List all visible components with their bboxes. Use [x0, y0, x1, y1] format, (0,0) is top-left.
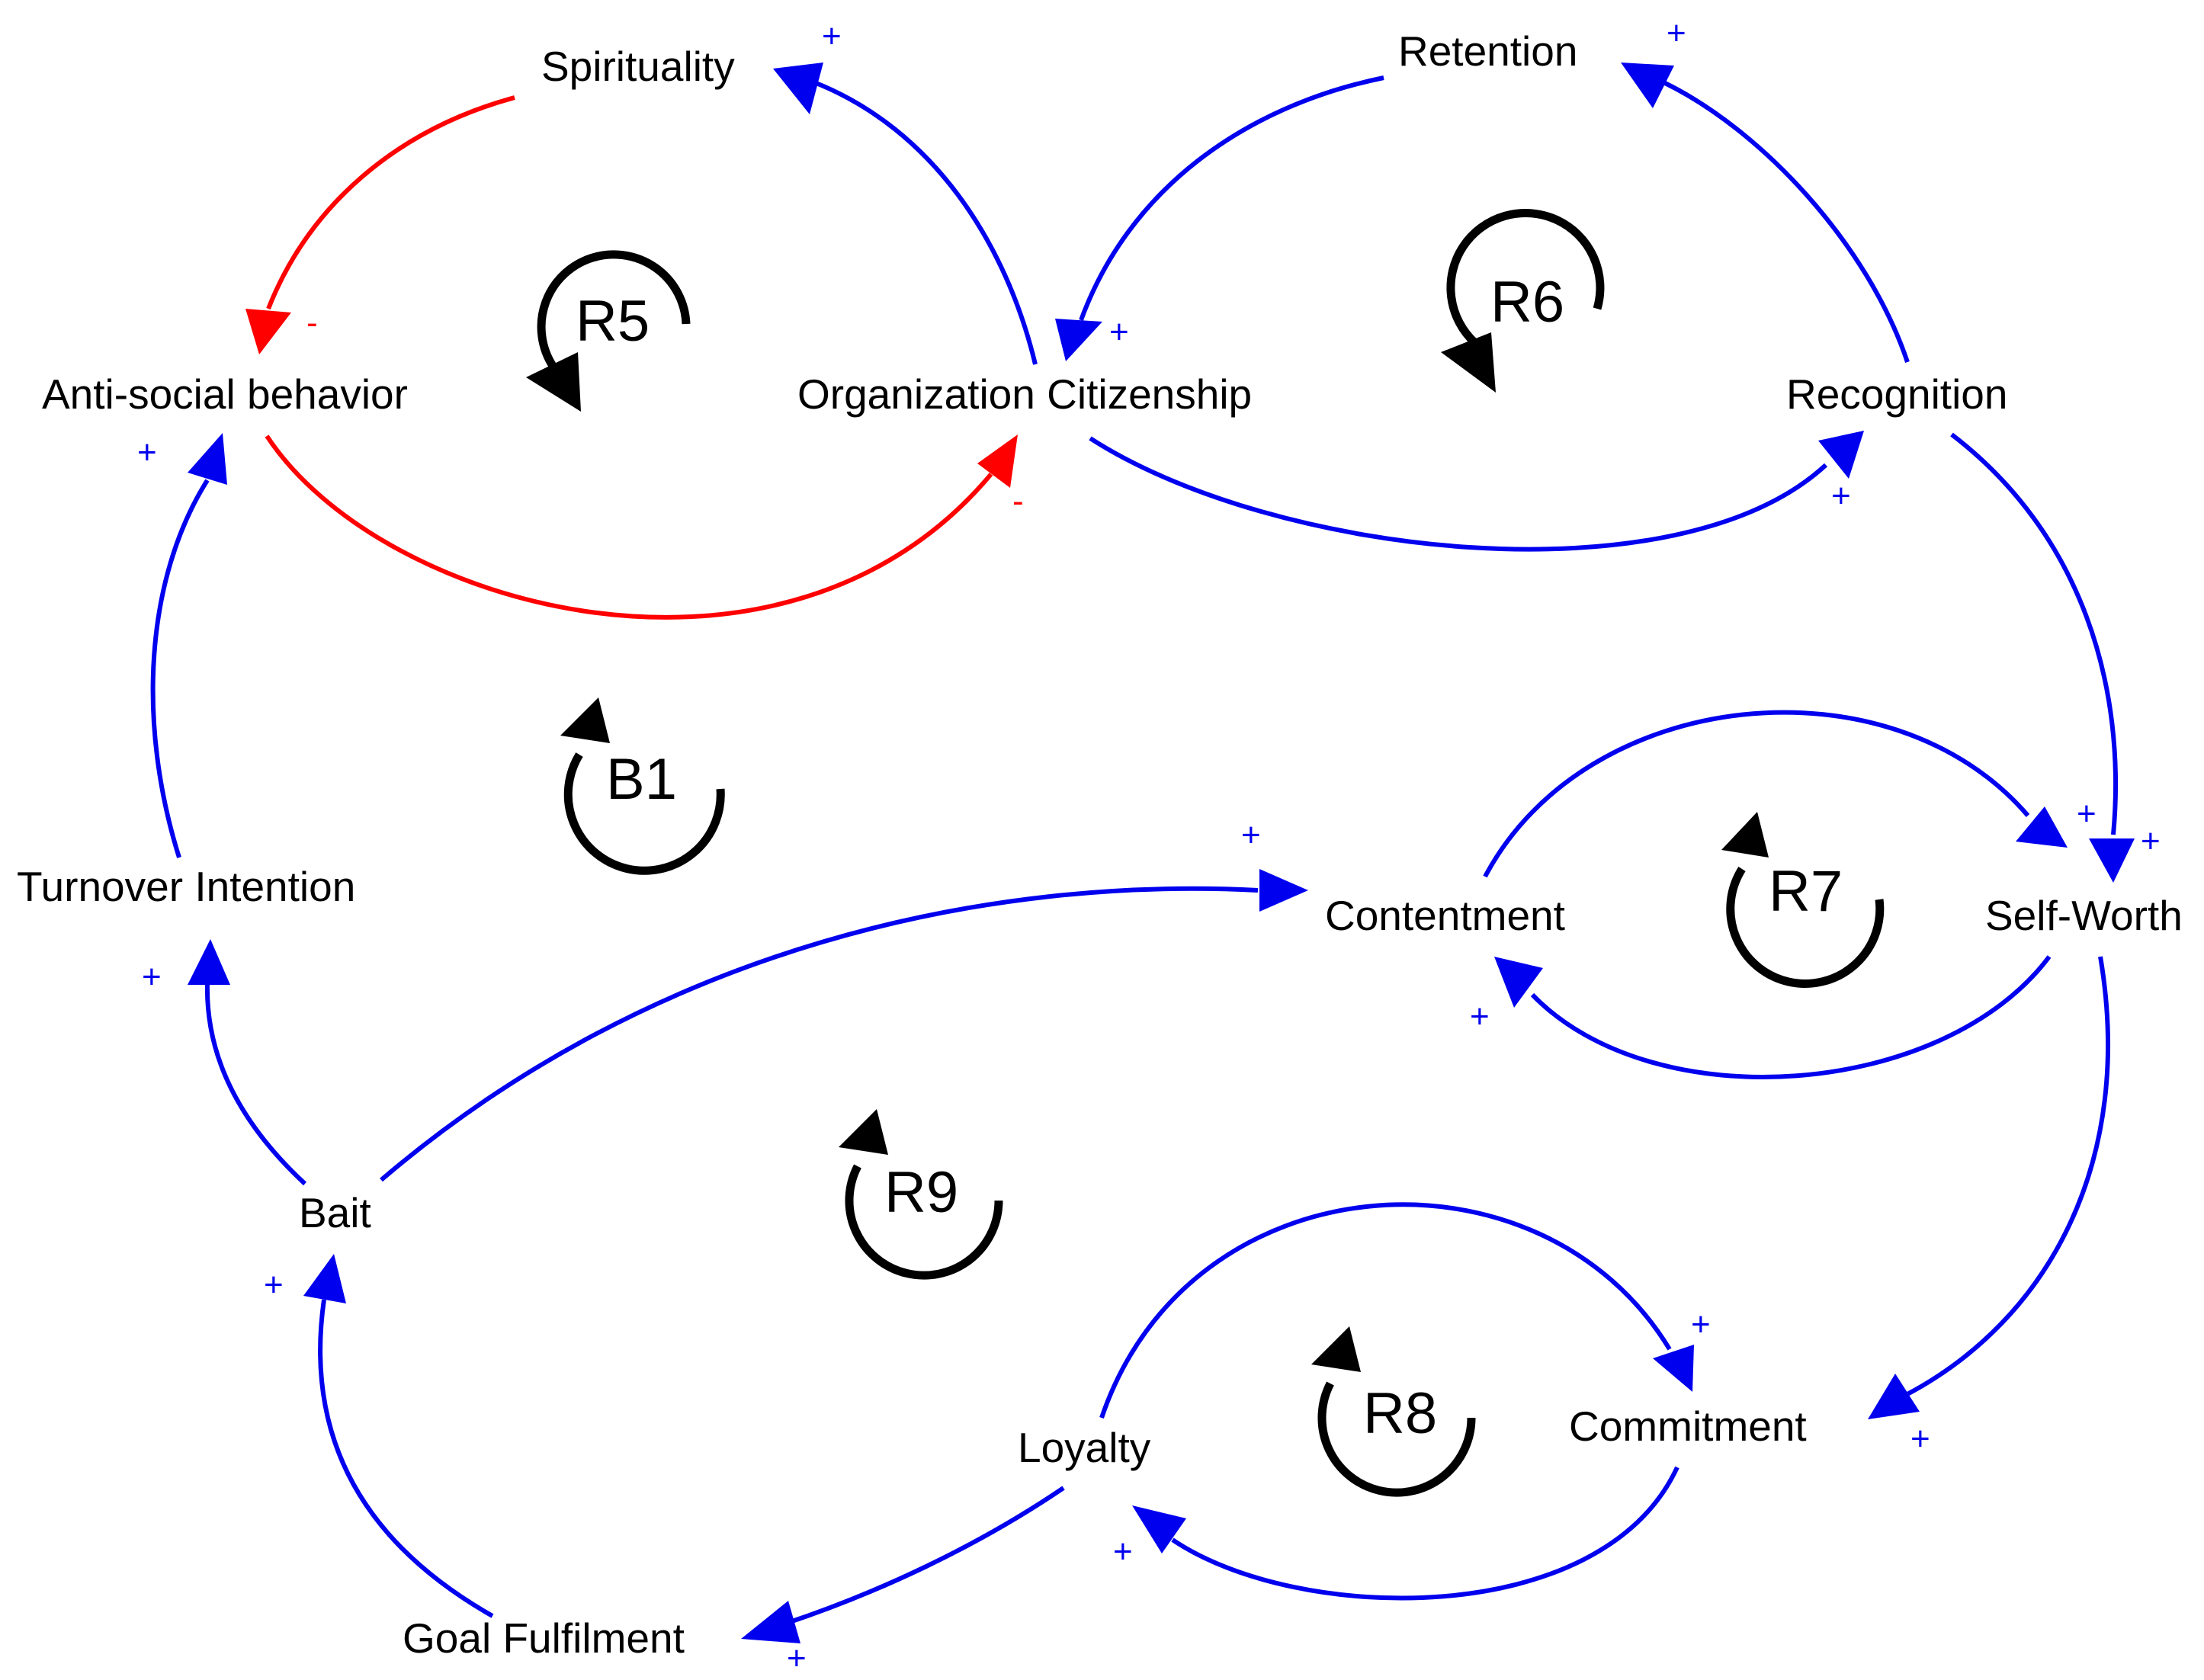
arrowhead: [741, 1601, 800, 1643]
link-turnover-to-antisocial: [150, 479, 210, 858]
polarity-plus: +: [1241, 816, 1261, 854]
polarity-plus: +: [1831, 477, 1851, 515]
loop-arrowhead: [1441, 332, 1496, 393]
loop-arrowhead: [1311, 1326, 1361, 1372]
arrowhead: [245, 309, 291, 354]
loop-arc-r9: [845, 1164, 1003, 1280]
node-retention: Retention: [1398, 27, 1577, 75]
loop-label-r6: R6: [1490, 270, 1564, 335]
polarity-plus: +: [1113, 1533, 1133, 1570]
loop-arc-r5: [537, 250, 691, 368]
loop-label-r7: R7: [1769, 859, 1843, 924]
link-self-worth-to-contentment: [1530, 955, 2052, 1079]
node-antisocial-behavior: Anti-social behavior: [42, 370, 408, 418]
arrowhead: [1818, 431, 1864, 479]
link-recognition-to-self-worth: [1950, 432, 2119, 835]
link-org-citizenship-to-recognition: [1089, 436, 1828, 552]
node-organization-citizenship: Organization Citizenship: [797, 370, 1252, 418]
loop-label-b1: B1: [606, 747, 677, 812]
link-bait-to-contentment: [380, 886, 1259, 1182]
link-commitment-to-loyalty: [1171, 1466, 1679, 1601]
link-goal-fulfilment-to-bait: [318, 1299, 494, 1618]
link-self-worth-to-commitment: [1904, 956, 2111, 1397]
link-retention-to-org-citizenship: [1079, 75, 1384, 322]
arrowhead: [1494, 957, 1543, 1008]
loop-arrowhead: [526, 352, 581, 412]
link-recognition-to-retention: [1662, 80, 1910, 363]
loop-arrowhead: [839, 1109, 888, 1155]
arrowhead: [188, 939, 230, 985]
node-bait: Bait: [299, 1189, 371, 1236]
polarity-plus: +: [822, 18, 842, 55]
loop-label-r5: R5: [576, 289, 650, 354]
loop-label-r8: R8: [1363, 1381, 1437, 1446]
loop-label-r9: R9: [884, 1160, 958, 1225]
loop-arrowhead: [1721, 812, 1769, 858]
polarity-plus: +: [2141, 822, 2161, 860]
arrowhead: [1868, 1374, 1920, 1419]
loop-arrowhead: [560, 697, 610, 743]
link-loyalty-to-commitment: [1099, 1202, 1672, 1419]
arrowhead: [303, 1254, 346, 1303]
polarity-plus: +: [787, 1640, 807, 1677]
node-loyalty: Loyalty: [1018, 1424, 1151, 1471]
polarity-plus: +: [1691, 1306, 1711, 1343]
loop-arc-b1: [563, 752, 725, 875]
loop-arc-r8: [1317, 1381, 1476, 1497]
link-antisocial-to-org-citizenship: [265, 434, 993, 620]
link-contentment-to-self-worth: [1483, 710, 2030, 878]
node-turnover-intention: Turnover Intention: [17, 863, 355, 910]
arrowhead: [1132, 1505, 1186, 1553]
polarity-minus: -: [1012, 483, 1024, 520]
link-bait-to-turnover: [204, 983, 307, 1186]
polarity-plus: +: [264, 1266, 284, 1303]
arrowhead: [1621, 63, 1674, 108]
node-spirituality: Spirituality: [541, 43, 735, 90]
polarity-plus: +: [1470, 998, 1490, 1035]
arrowhead: [2089, 838, 2135, 883]
node-commitment: Commitment: [1569, 1403, 1807, 1450]
link-spirituality-to-antisocial: [266, 95, 515, 310]
loop-arc-r7: [1726, 867, 1885, 988]
node-contentment: Contentment: [1325, 892, 1565, 939]
arrowhead: [1653, 1345, 1694, 1392]
node-goal-fulfilment: Goal Fulfilment: [403, 1614, 685, 1662]
polarity-plus: +: [1109, 313, 1129, 351]
polarity-plus: +: [1667, 14, 1686, 52]
arrowhead: [1259, 869, 1308, 912]
polarity-plus: +: [137, 434, 157, 471]
polarity-plus: +: [2077, 795, 2097, 832]
polarity-plus: +: [142, 958, 162, 995]
polarity-plus: +: [1910, 1420, 1930, 1457]
loop-arc-r6: [1446, 209, 1605, 347]
arrowhead: [188, 433, 227, 485]
arrowhead: [2016, 806, 2068, 848]
link-loyalty-to-goal-fulfilment: [784, 1486, 1065, 1626]
link-org-citizenship-to-spirituality: [813, 80, 1038, 365]
node-self-worth: Self-Worth: [1985, 892, 2183, 939]
arrowhead: [1055, 319, 1102, 361]
polarity-minus: -: [306, 304, 318, 341]
node-recognition: Recognition: [1786, 370, 2007, 418]
arrowhead: [977, 434, 1018, 488]
arrowhead: [773, 63, 823, 114]
